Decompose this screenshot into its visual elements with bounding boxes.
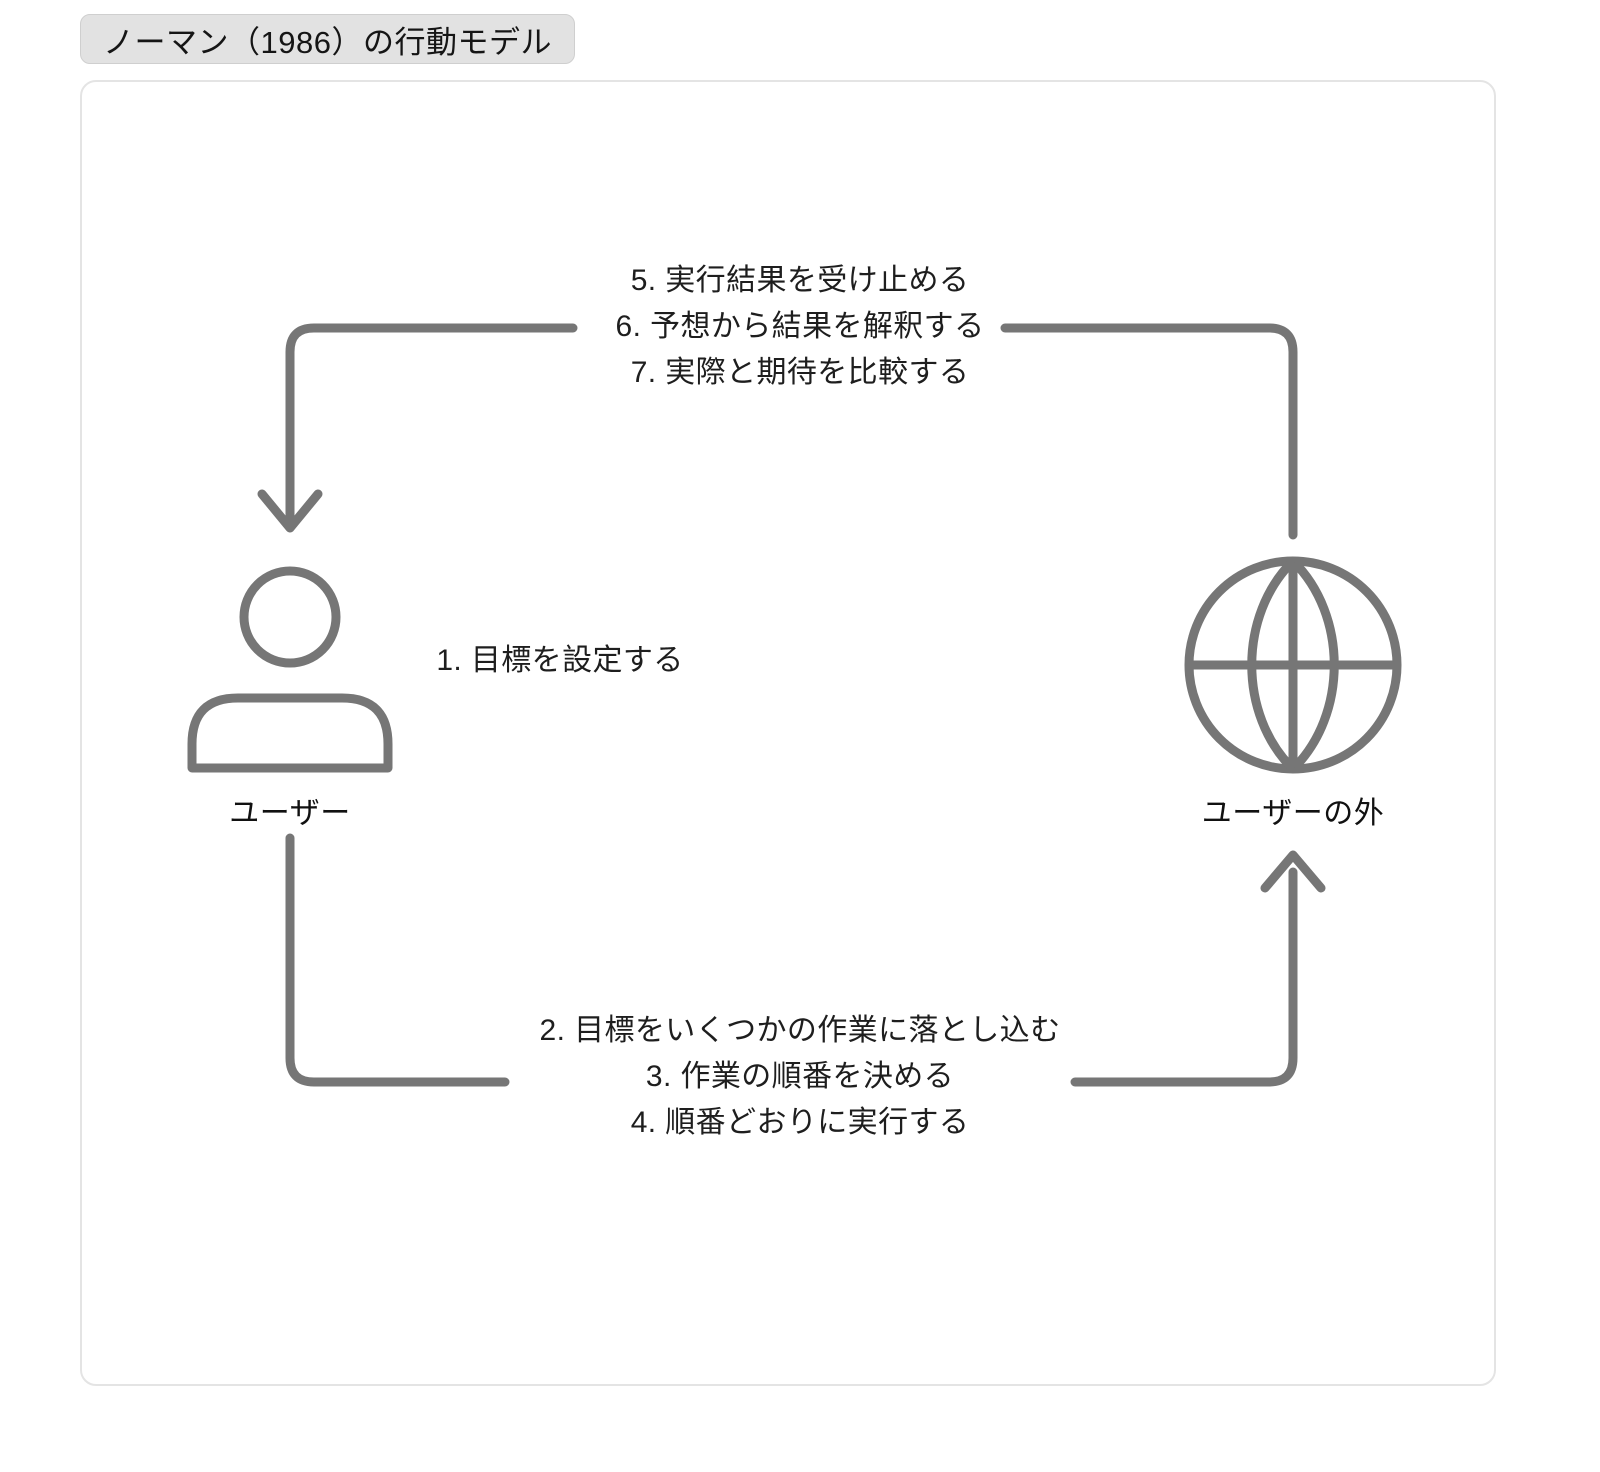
edge-top-label-line-3: 7. 実際と期待を比較する <box>630 356 970 389</box>
edge-top-label: 5. 実行結果を受け止める 6. 予想から結果を解釈する 7. 実際と期待を比較… <box>500 258 1100 396</box>
edge-bottom-label-line-3: 4. 順番どおりに実行する <box>630 1106 970 1139</box>
edge-middle-label: 1. 目標を設定する <box>380 638 740 684</box>
edge-bottom-label: 2. 目標をいくつかの作業に落とし込む 3. 作業の順番を決める 4. 順番どお… <box>450 1008 1150 1146</box>
edge-bottom-label-line-1: 2. 目標をいくつかの作業に落とし込む <box>539 1014 1061 1047</box>
node-label-system: ユーザーの外 <box>1201 797 1385 830</box>
node-label-user: ユーザー <box>229 797 351 830</box>
edge-bottom-label-line-2: 3. 作業の順番を決める <box>645 1060 955 1093</box>
edge-top-label-line-2: 6. 予想から結果を解釈する <box>615 310 985 343</box>
edge-middle-label-line-1: 1. 目標を設定する <box>436 644 684 677</box>
diagram-title-badge: ノーマン（1986）の行動モデル <box>80 14 575 64</box>
edge-top-label-line-1: 5. 実行結果を受け止める <box>630 264 970 297</box>
